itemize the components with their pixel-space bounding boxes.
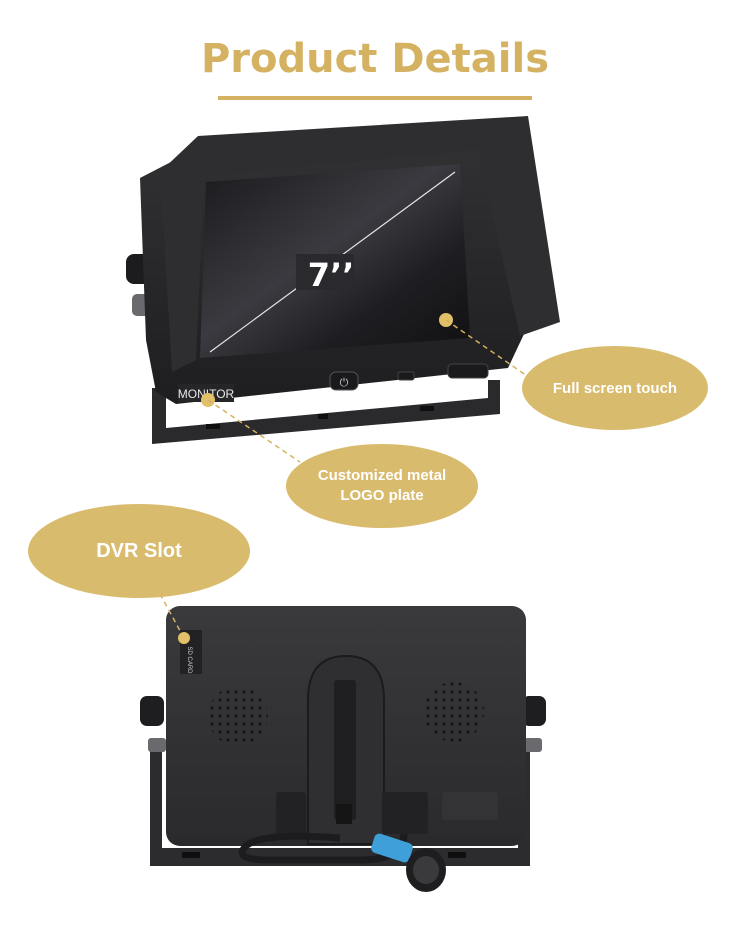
callout-logo-plate-line1: Customized metal <box>317 467 447 484</box>
bracket-slot <box>448 852 466 858</box>
connector-pins <box>413 856 439 884</box>
callout-full-screen-touch-text: Full screen touch <box>552 379 678 397</box>
left-knob <box>140 696 164 726</box>
front-button <box>397 371 415 381</box>
callout-dvr-slot-text: DVR Slot <box>96 539 182 562</box>
power-icon: ⏻ <box>340 376 349 389</box>
page-title: Product Details <box>200 36 550 82</box>
bracket-slot <box>318 414 328 419</box>
bracket-slot <box>420 406 434 411</box>
callout-full-screen-touch: Full screen touch <box>522 346 708 430</box>
title-underline <box>218 96 532 100</box>
touch-callout-line <box>445 319 531 379</box>
port-right <box>382 792 428 834</box>
right-screw <box>524 738 542 752</box>
front-bracket <box>152 380 500 444</box>
callout-dvr-slot: DVR Slot <box>28 504 250 598</box>
size-label-bg <box>296 254 354 290</box>
bracket-slot <box>206 424 220 429</box>
sun-visor <box>160 116 560 372</box>
front-button-group <box>447 363 489 379</box>
port-left <box>276 792 306 834</box>
aviation-connector <box>371 833 413 863</box>
logo-plate <box>178 384 234 402</box>
dvr-callout-dot <box>178 632 190 644</box>
right-knob <box>522 696 546 726</box>
mount-rail <box>334 680 356 820</box>
power-button <box>329 371 359 391</box>
label-area <box>442 792 498 820</box>
bracket-slot <box>182 852 200 858</box>
speaker-grill-right <box>424 682 484 742</box>
speaker-grill-left <box>208 686 268 746</box>
callout-logo-plate: Customized metal LOGO plate <box>286 444 478 528</box>
callout-logo-plate-line2: LOGO plate <box>340 487 424 504</box>
monitor-back: SD CARD <box>140 606 546 892</box>
sd-card-label: SD CARD <box>186 646 192 674</box>
logo-callout-line <box>207 399 301 463</box>
screen-size-label: 7’’ <box>308 256 355 294</box>
left-screw <box>148 738 166 752</box>
mount-slot <box>336 804 352 824</box>
monitor-front: 7’’ ⏻ MONITOR <box>126 116 560 444</box>
